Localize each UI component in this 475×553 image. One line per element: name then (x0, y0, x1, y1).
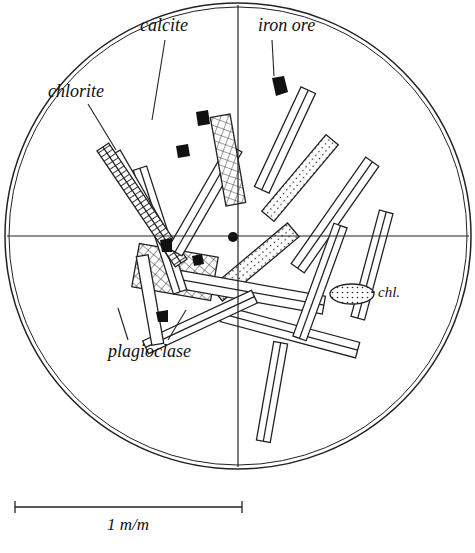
crosshairs (7, 5, 469, 467)
mineral-label: iron ore (258, 16, 315, 34)
mineral-label: chlorite (48, 82, 104, 100)
scale-bar (15, 501, 242, 513)
field-of-view (5, 3, 471, 469)
chlorite-grain (330, 284, 374, 304)
leader-lines (88, 40, 375, 340)
mineral-label: chl. (378, 285, 400, 300)
scale-label: 1 m/m (107, 516, 149, 533)
mineral-label: plagioclase (108, 342, 191, 360)
mineral-label: calcite (140, 16, 188, 34)
iron-ore-grains (156, 76, 288, 322)
crystal-laths (97, 87, 393, 443)
